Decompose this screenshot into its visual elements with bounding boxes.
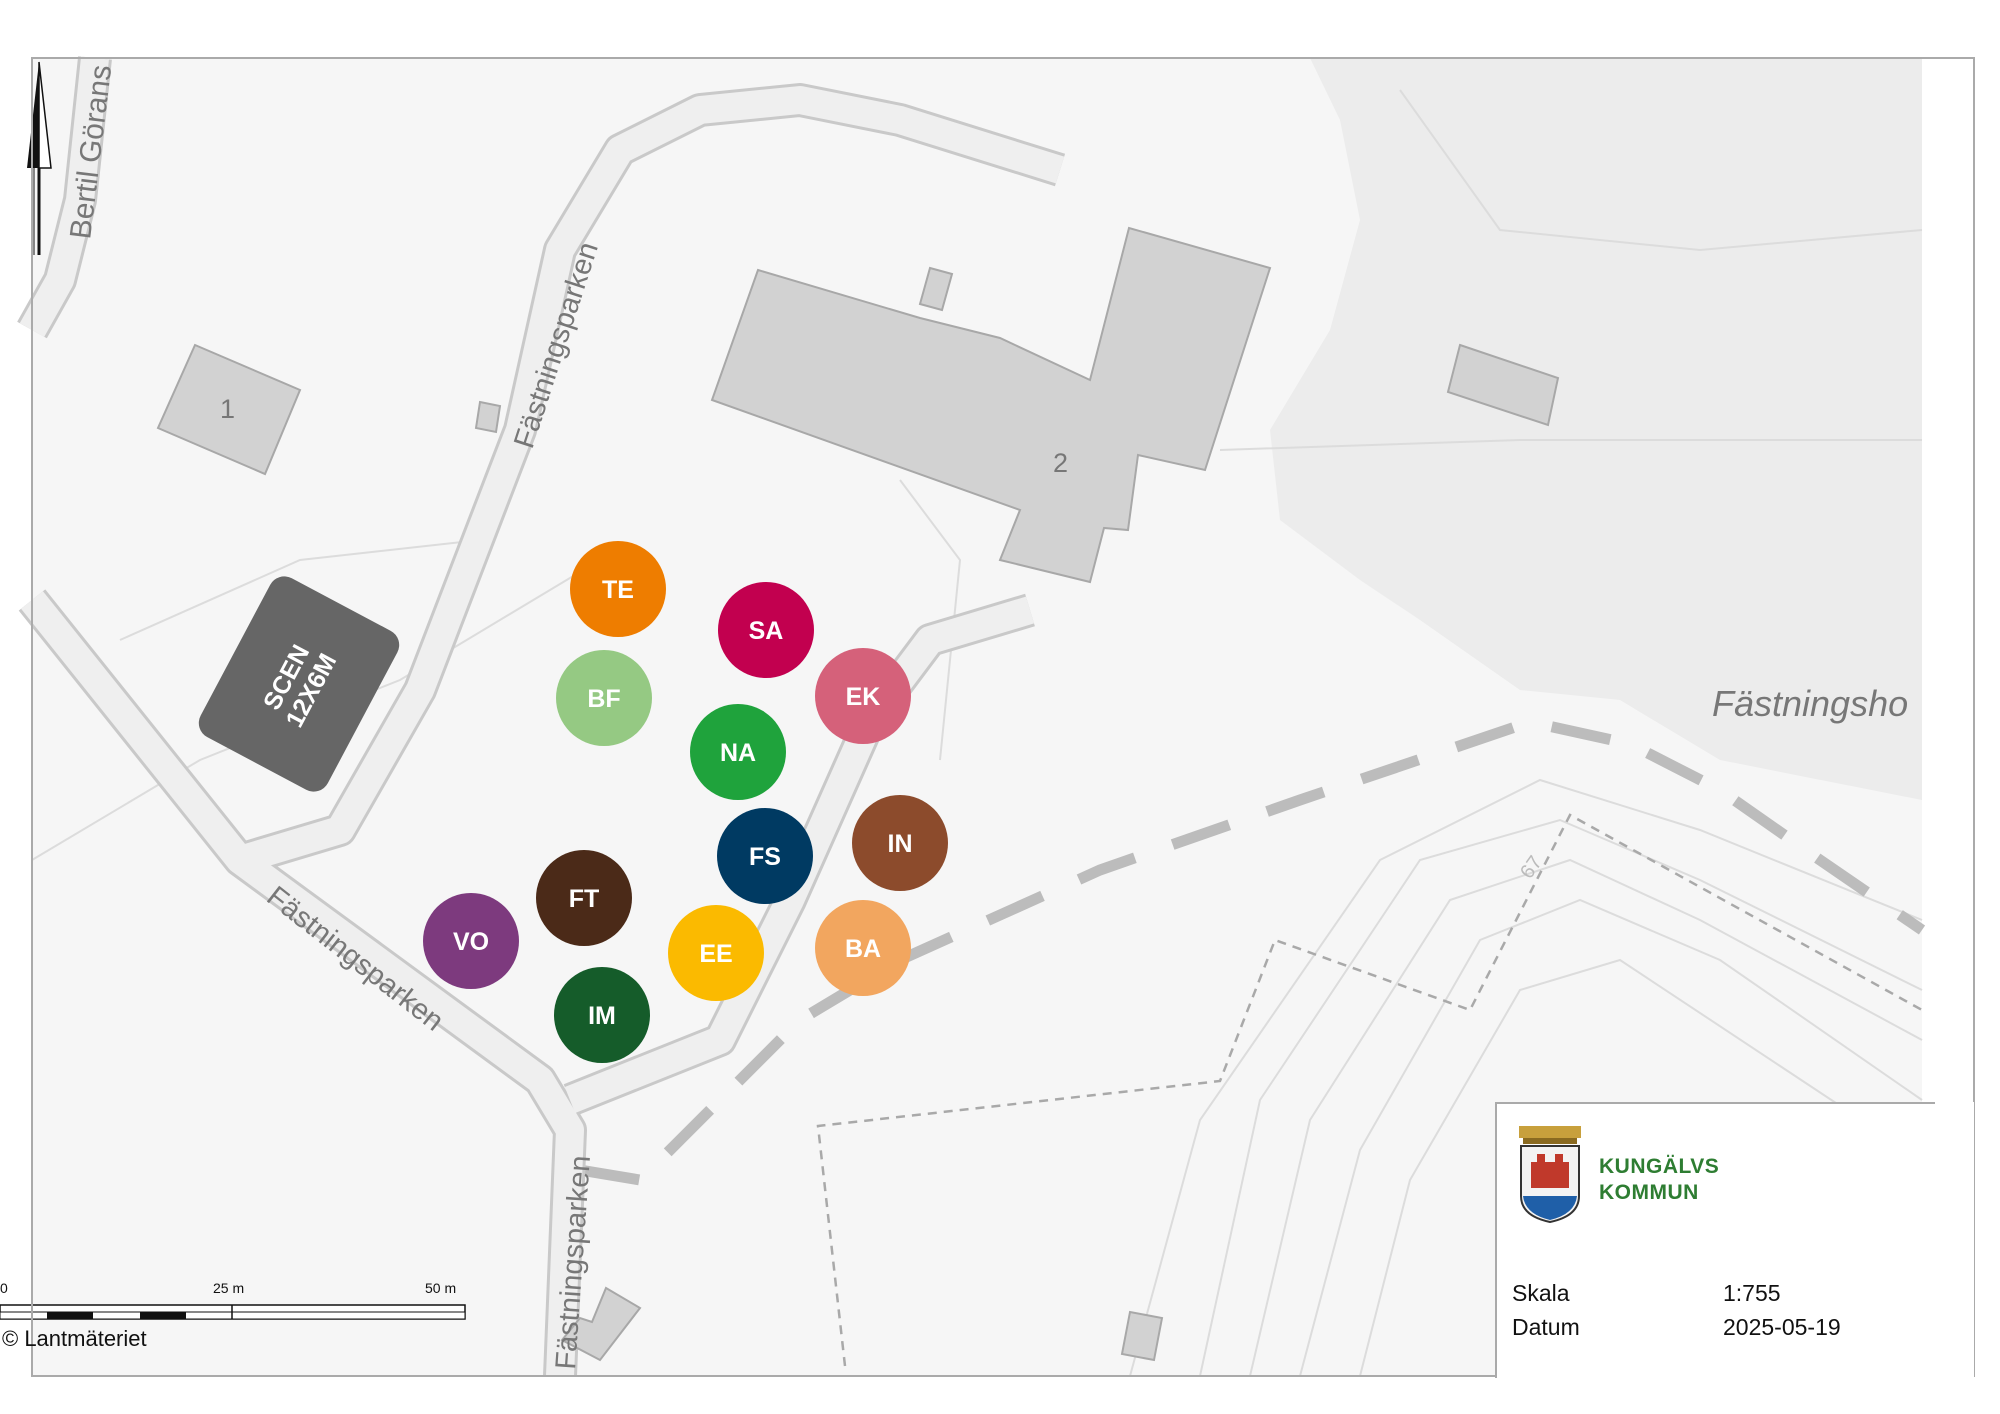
station-marker-label: IN bbox=[888, 830, 913, 858]
station-marker-label: VO bbox=[453, 928, 489, 956]
building-2-number: 2 bbox=[1053, 448, 1068, 478]
station-marker-circle bbox=[852, 795, 948, 891]
station-marker-label: TE bbox=[602, 576, 634, 604]
station-marker-label: EK bbox=[846, 683, 881, 711]
station-marker-ba[interactable]: BA bbox=[815, 900, 911, 996]
legend-box: KUNGÄLVS KOMMUN Skala 1:755 Datum 2025-0… bbox=[1495, 1102, 1974, 1378]
building-2 bbox=[710, 226, 1272, 584]
station-marker-bf[interactable]: BF bbox=[556, 650, 652, 746]
scale-label-end: 50 m bbox=[425, 1280, 457, 1296]
station-marker-label: IM bbox=[588, 1002, 616, 1030]
date-row-label: Datum bbox=[1512, 1314, 1580, 1340]
building-south bbox=[1120, 1310, 1164, 1362]
stage[interactable]: SCEN 12X6M bbox=[193, 571, 405, 798]
station-marker-label: FS bbox=[749, 843, 781, 871]
legend-divider bbox=[1495, 1102, 1497, 1378]
station-marker-circle bbox=[815, 648, 911, 744]
station-markers: TE SA BF EK NA FS IN FT VO EE BA IM bbox=[423, 541, 948, 1063]
building-east bbox=[1446, 343, 1560, 427]
scale-label-zero: 0 bbox=[0, 1280, 8, 1296]
roads bbox=[17, 56, 1066, 1377]
station-marker-label: BA bbox=[845, 935, 881, 963]
building-small-north bbox=[918, 266, 954, 312]
date-row-value: 2025-05-19 bbox=[1723, 1314, 1841, 1340]
station-marker-ee[interactable]: EE bbox=[668, 905, 764, 1001]
station-marker-fs[interactable]: FS bbox=[717, 808, 813, 904]
building-small-west bbox=[474, 400, 502, 434]
station-marker-circle bbox=[554, 967, 650, 1063]
station-marker-label: EE bbox=[699, 940, 732, 968]
map-frame bbox=[31, 57, 1975, 1377]
scale-row: Skala 1:755 bbox=[1512, 1280, 1952, 1310]
organisation-name: KUNGÄLVS KOMMUN bbox=[1599, 1154, 1719, 1206]
scale-row-value: 1:755 bbox=[1723, 1280, 1781, 1306]
station-marker-label: NA bbox=[720, 739, 756, 767]
station-marker-im[interactable]: IM bbox=[554, 967, 650, 1063]
station-marker-in[interactable]: IN bbox=[852, 795, 948, 891]
terrain-area bbox=[1270, 58, 1922, 800]
station-marker-vo[interactable]: VO bbox=[423, 893, 519, 989]
footpath bbox=[579, 716, 1926, 1186]
coat-of-arms-icon bbox=[1519, 1126, 1581, 1224]
organisation-name-line2: KOMMUN bbox=[1599, 1181, 1699, 1204]
station-marker-circle bbox=[570, 541, 666, 637]
station-marker-sa[interactable]: SA bbox=[718, 582, 814, 678]
station-marker-circle bbox=[718, 582, 814, 678]
station-marker-na[interactable]: NA bbox=[690, 704, 786, 800]
scale-bar bbox=[0, 1304, 466, 1320]
area-label-east: Fästningsho bbox=[1712, 683, 1908, 724]
building-1-number: 1 bbox=[220, 394, 235, 424]
contour-lines bbox=[31, 89, 1923, 1377]
station-marker-te[interactable]: TE bbox=[570, 541, 666, 637]
station-marker-circle bbox=[423, 893, 519, 989]
copyright: © Lantmäteriet bbox=[2, 1326, 147, 1351]
organisation-name-line1: KUNGÄLVS bbox=[1599, 1155, 1720, 1178]
legend-top-rule bbox=[1495, 1102, 1935, 1104]
station-marker-label: FT bbox=[569, 885, 600, 913]
building-southwest bbox=[560, 1286, 642, 1362]
property-boundaries bbox=[816, 813, 1923, 1367]
scale-row-label: Skala bbox=[1512, 1280, 1570, 1306]
station-marker-circle bbox=[815, 900, 911, 996]
station-marker-label: BF bbox=[587, 685, 620, 713]
station-marker-ft[interactable]: FT bbox=[536, 850, 632, 946]
date-row: Datum 2025-05-19 bbox=[1512, 1314, 1952, 1344]
station-marker-circle bbox=[668, 905, 764, 1001]
station-marker-label: SA bbox=[749, 617, 784, 645]
scale-label-mid: 25 m bbox=[213, 1280, 245, 1296]
station-marker-ek[interactable]: EK bbox=[815, 648, 911, 744]
station-marker-circle bbox=[690, 704, 786, 800]
building-1 bbox=[156, 343, 302, 476]
station-marker-circle bbox=[556, 650, 652, 746]
station-marker-circle bbox=[536, 850, 632, 946]
station-marker-circle bbox=[717, 808, 813, 904]
